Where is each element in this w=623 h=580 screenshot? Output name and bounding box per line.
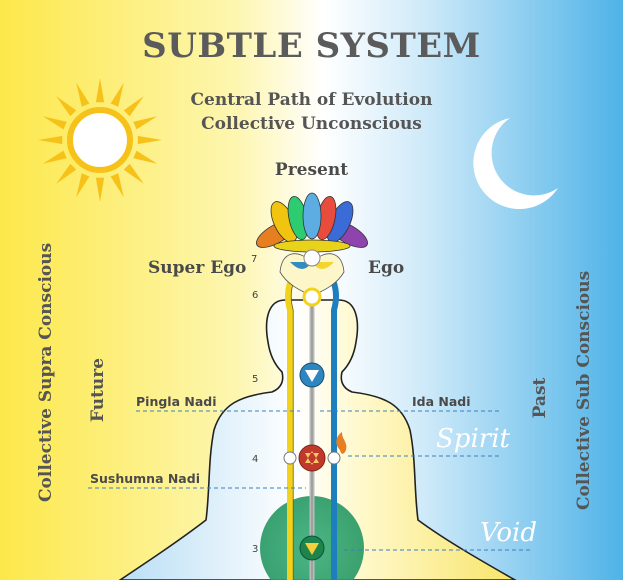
sushumna-nadi-label: Sushumna Nadi xyxy=(90,471,200,486)
ida-nadi-label: Ida Nadi xyxy=(412,394,471,409)
chakra-number-4: 4 xyxy=(252,454,259,465)
subtitle-line-1: Central Path of Evolution xyxy=(190,90,433,110)
past-label: Past xyxy=(530,377,550,419)
chakra-agnya xyxy=(302,287,322,307)
sahasrara-lotus xyxy=(256,192,368,253)
chakra-number-6: 6 xyxy=(252,290,259,301)
flame-icon xyxy=(336,432,347,454)
chakra-anahat xyxy=(298,444,326,472)
subtitle-line-2: Collective Unconscious xyxy=(201,114,422,134)
chakra-nabhi xyxy=(299,535,325,561)
chakra-left-heart xyxy=(283,451,297,465)
chakra-number-5: 5 xyxy=(252,374,259,385)
future-label: Future xyxy=(88,357,108,423)
meditating-body-silhouette xyxy=(118,299,517,580)
chakra-vishuddhi xyxy=(299,362,325,388)
chakra-sahasrara xyxy=(303,249,321,267)
chakra-right-heart xyxy=(327,451,341,465)
page-title: SUBTLE SYSTEM xyxy=(142,26,481,66)
void-label: Void xyxy=(480,518,538,548)
spirit-label: Spirit xyxy=(436,424,510,454)
collective-supra-conscious-label: Collective Supra Conscious xyxy=(36,242,56,502)
collective-sub-conscious-label: Collective Sub Conscious xyxy=(574,270,594,510)
present-label: Present xyxy=(274,160,349,180)
pingla-nadi-label: Pingla Nadi xyxy=(136,394,217,409)
sun-icon xyxy=(38,78,162,202)
super-ego-label: Super Ego xyxy=(148,258,247,278)
crescent-moon-icon xyxy=(473,118,558,210)
chakra-number-7: 7 xyxy=(251,254,258,265)
ego-label: Ego xyxy=(368,258,405,278)
chakra-number-3: 3 xyxy=(252,544,259,555)
